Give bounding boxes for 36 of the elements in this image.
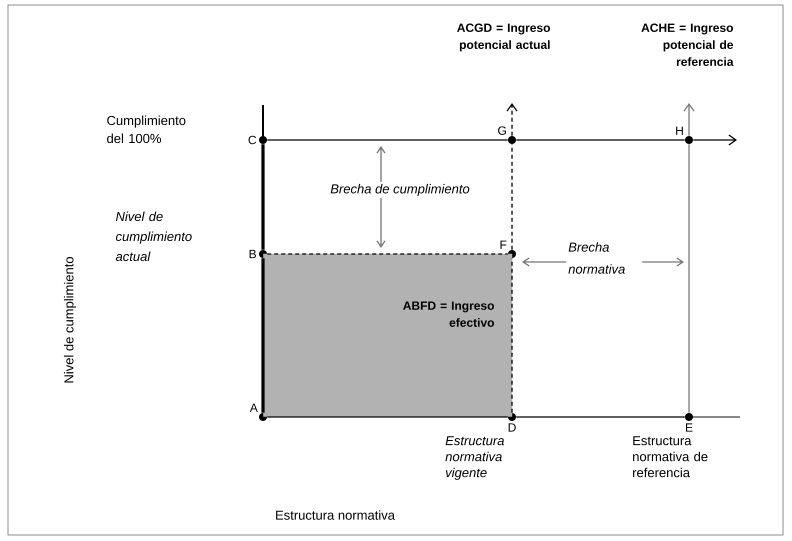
line bbox=[267, 416, 508, 418]
line bbox=[261, 258, 265, 413]
axis-title: Estructura normativa bbox=[276, 510, 395, 520]
node-label: A bbox=[250, 404, 258, 412]
node-label: E bbox=[686, 423, 692, 432]
axis-note: Cumplimiento del 100% bbox=[107, 116, 186, 144]
point: E bbox=[685, 413, 693, 432]
dimension-label: Brecha de cumplimiento bbox=[328, 182, 472, 198]
axis-title: Nivel de cumplimiento bbox=[64, 257, 76, 383]
point: C bbox=[248, 136, 267, 144]
line bbox=[688, 144, 690, 413]
line bbox=[511, 144, 513, 250]
axis-note: Estructura normativa de referencia bbox=[633, 436, 708, 478]
line bbox=[261, 144, 265, 250]
line bbox=[267, 253, 508, 255]
formula-note: ACGD = Ingreso potencial actual bbox=[457, 24, 550, 52]
node-label: C bbox=[248, 136, 256, 144]
arrow bbox=[683, 103, 695, 136]
node-label: D bbox=[508, 423, 516, 432]
shaded-area: ABFD = Ingreso efectivo bbox=[263, 254, 512, 417]
arrow bbox=[506, 103, 518, 136]
node-label: G bbox=[498, 126, 506, 135]
node-label: F bbox=[500, 240, 506, 249]
line bbox=[516, 139, 685, 141]
arrow bbox=[693, 134, 737, 146]
axis-note: Nivel de cumplimiento actual bbox=[116, 212, 192, 262]
line bbox=[516, 416, 685, 418]
point: G bbox=[498, 126, 516, 144]
point: H bbox=[676, 126, 693, 144]
axis-note: Estructura normativa vigente bbox=[445, 436, 504, 480]
line bbox=[267, 139, 508, 141]
line bbox=[511, 258, 513, 413]
node-label: H bbox=[676, 126, 683, 135]
dimension-label: Brecha normativa bbox=[566, 240, 642, 276]
formula-note: ACHE = Ingreso potencial de referencia bbox=[641, 24, 734, 66]
node-label: B bbox=[250, 250, 256, 258]
